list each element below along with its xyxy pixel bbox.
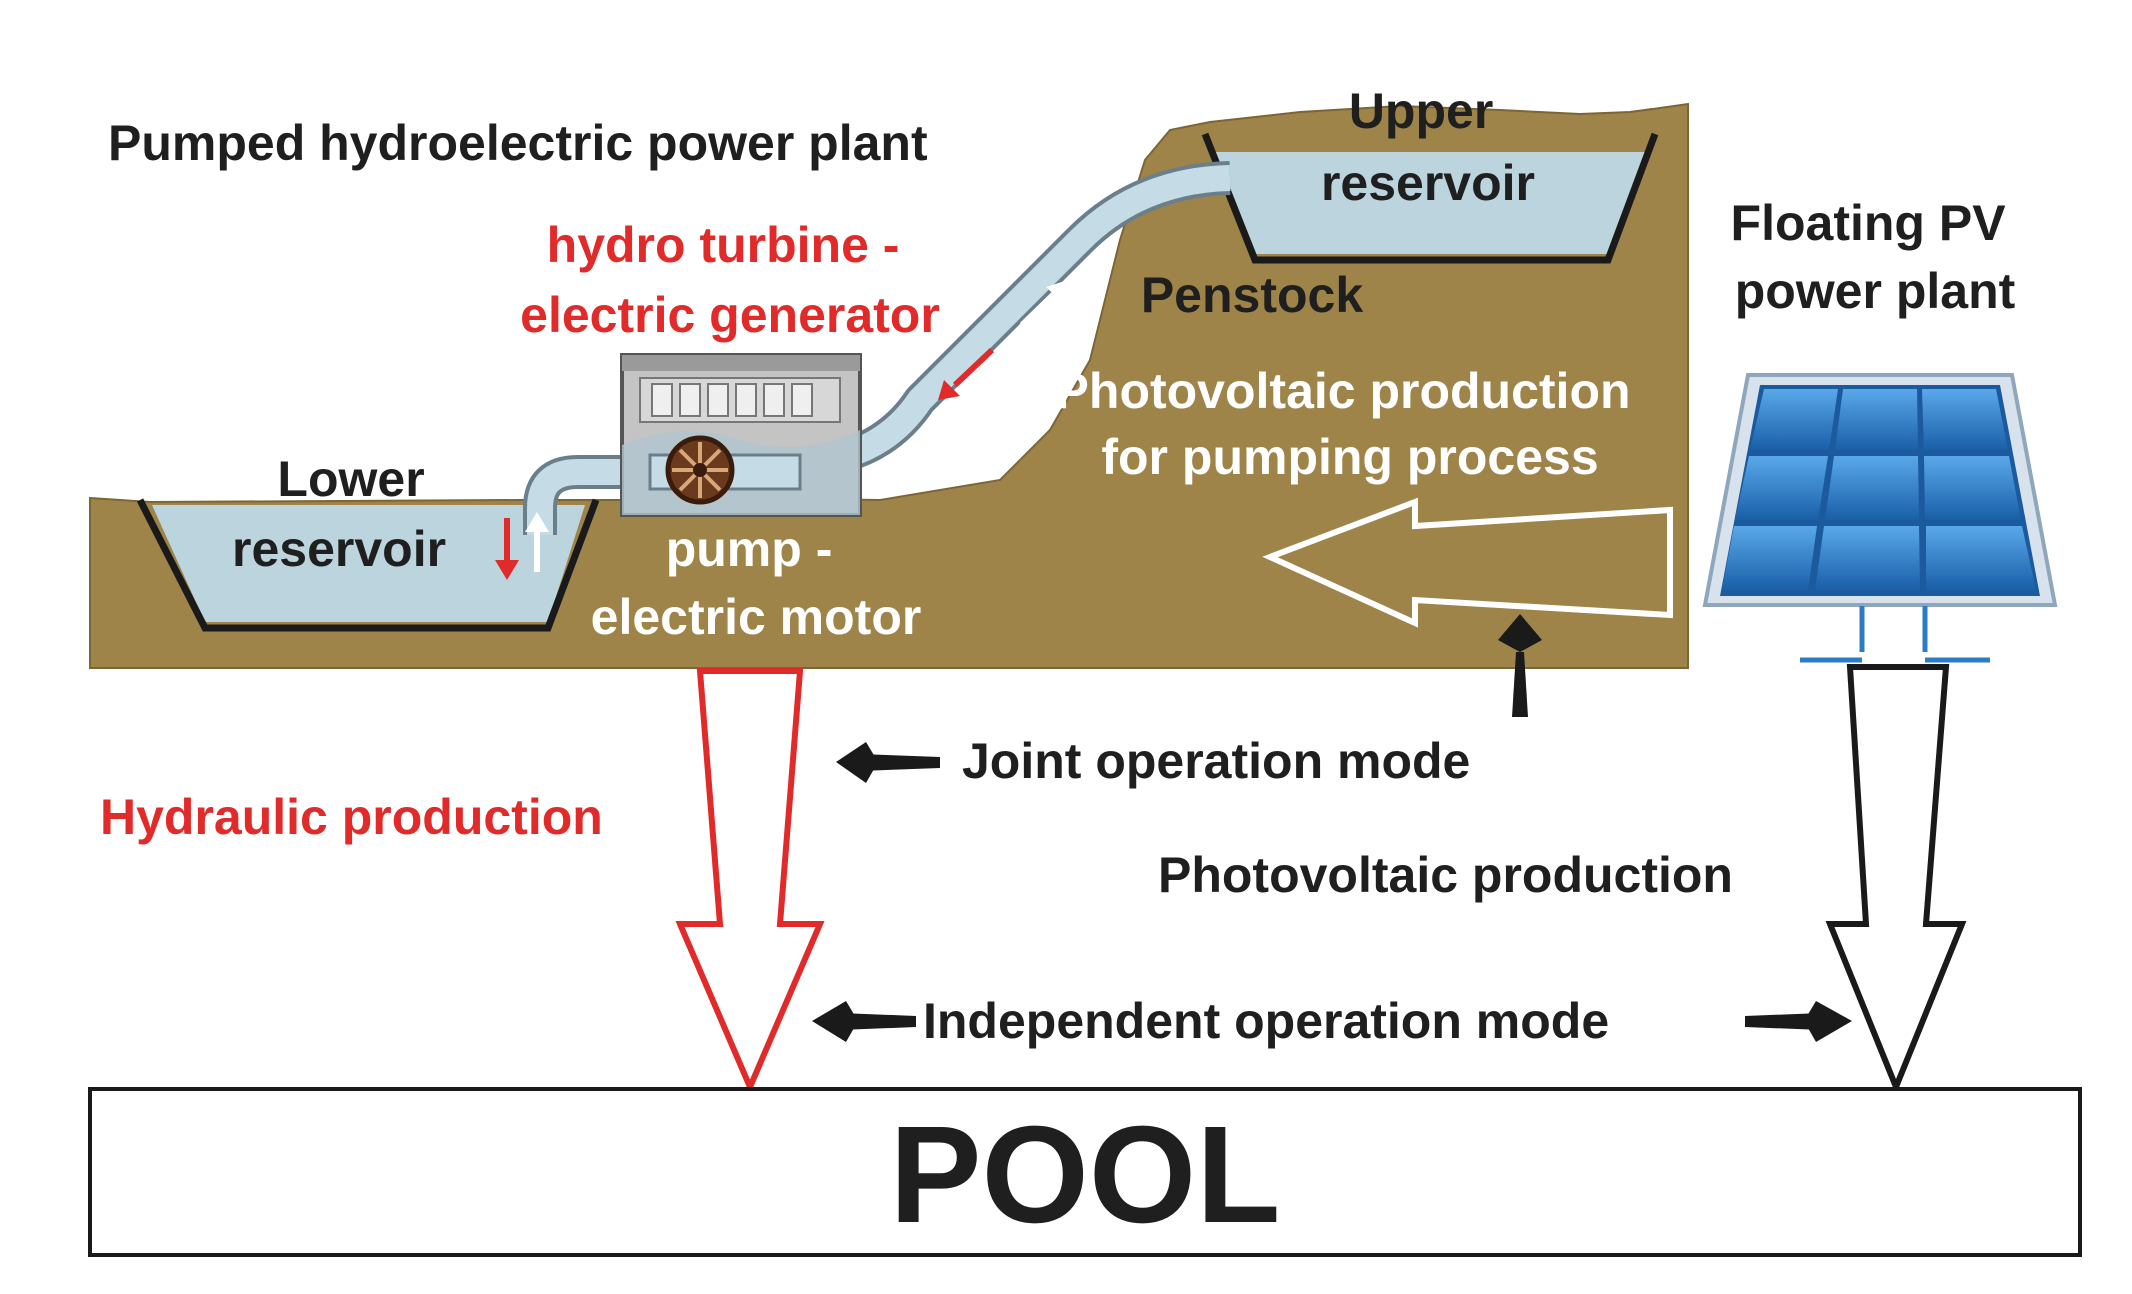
- plant-title: Pumped hydroelectric power plant: [108, 115, 928, 171]
- independent-mode-label: Independent operation mode: [923, 993, 1609, 1049]
- joint-mode-left-pointer: [836, 742, 940, 783]
- pv-production-arrow: [1825, 664, 1967, 1095]
- powerhouse-icon: [620, 353, 862, 517]
- upper-reservoir-label: Upper reservoir: [1321, 83, 1535, 211]
- pv-production-label: Photovoltaic production: [1158, 847, 1733, 903]
- turbine-wheel-icon: [665, 435, 735, 505]
- lower-reservoir-label: Lower reservoir: [232, 451, 446, 577]
- flow-up-penstock-arrow: [1019, 280, 1068, 328]
- hydro-turbine-label: hydro turbine - electric generator: [520, 217, 940, 343]
- flow-down-arrow: [495, 518, 519, 580]
- penstock-label: Penstock: [1141, 267, 1364, 323]
- joint-mode-label: Joint operation mode: [962, 733, 1470, 789]
- flow-up-arrow: [525, 512, 549, 572]
- pv-for-pumping-label: Photovoltaic production for pumping proc…: [1056, 363, 1645, 485]
- pool-label: POOL: [889, 1098, 1280, 1252]
- flow-down-penstock-arrow: [938, 347, 995, 400]
- pump-motor-label: pump - electric motor: [591, 521, 922, 645]
- upper-reservoir: [1201, 132, 1659, 264]
- joint-mode-up-pointer: [1498, 614, 1542, 717]
- hydraulic-production-label: Hydraulic production: [100, 789, 603, 845]
- solar-panel-icon: [1702, 373, 2058, 663]
- pv-pumping-arrow: [1262, 497, 1673, 628]
- pool-box: [88, 1087, 2082, 1257]
- independent-mode-right-pointer: [1745, 1001, 1852, 1042]
- floating-pv-label: Floating PV power plant: [1731, 195, 2020, 319]
- hydraulic-production-arrow: [675, 668, 825, 1095]
- lower-reservoir: [136, 498, 600, 632]
- independent-mode-left-pointer: [812, 1001, 916, 1042]
